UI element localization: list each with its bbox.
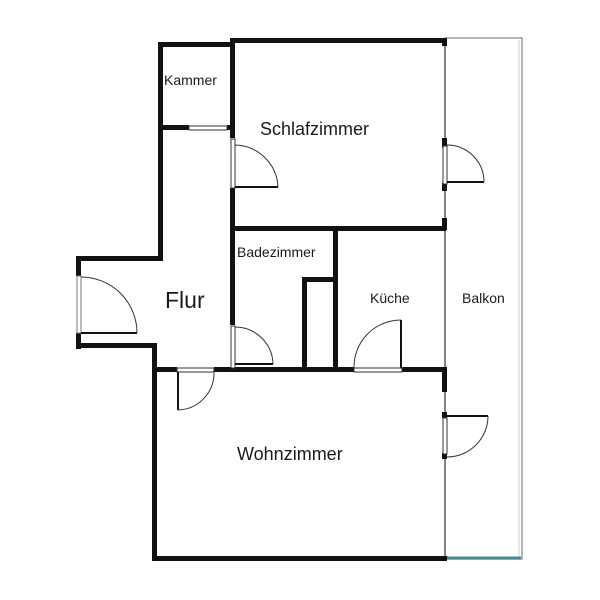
room-label-kueche: Küche <box>370 290 410 306</box>
walls <box>76 38 447 561</box>
kueche-door <box>353 319 403 373</box>
room-label-wohnzimmer: Wohnzimmer <box>237 444 343 464</box>
room-label-balkon: Balkon <box>462 290 505 306</box>
entrance-door <box>76 275 138 334</box>
badezimmer-door <box>230 325 274 369</box>
wohnzimmer-balcony-door <box>442 415 489 458</box>
schlafzimmer-balcony-door <box>442 144 485 185</box>
wohnzimmer-door <box>176 367 215 411</box>
room-label-kammer: Kammer <box>164 72 217 88</box>
room-label-schlafzimmer: Schlafzimmer <box>260 119 370 139</box>
room-label-flur: Flur <box>165 287 205 313</box>
balcony-outline <box>444 37 523 560</box>
schlafzimmer-door <box>230 138 279 189</box>
room-label-badezimmer: Badezimmer <box>237 244 316 260</box>
kammer-sliding-door <box>188 125 228 131</box>
